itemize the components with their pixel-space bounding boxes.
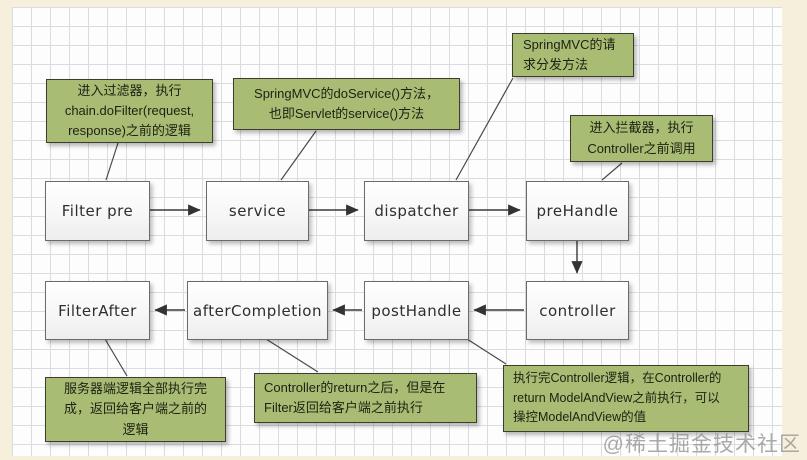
flow-node-filter-after: FilterAfter <box>45 281 150 340</box>
flow-node-controller: controller <box>526 281 629 340</box>
flow-node-prehandle: preHandle <box>526 181 629 241</box>
flow-node-filter-pre: Filter pre <box>45 181 150 241</box>
flow-node-after-completion: afterCompletion <box>187 281 328 340</box>
note-filter-pre: 进入过滤器，执行 chain.doFilter(request, respons… <box>46 79 213 143</box>
watermark: @稀土掘金技术社区 <box>602 433 801 456</box>
note-dispatcher: SpringMVC的请 求分发方法 <box>512 33 634 77</box>
flow-node-dispatcher: dispatcher <box>364 181 469 241</box>
flow-node-posthandle: postHandle <box>364 281 469 340</box>
note-posthandle: 执行完Controller逻辑，在Controller的 return Mode… <box>503 365 749 432</box>
note-after-completion: Controller的return之后，但是在 Filter返回给客户端之前执行 <box>254 373 477 423</box>
note-prehandle: 进入拦截器，执行 Controller之前调用 <box>570 115 713 162</box>
note-filter-after: 服务器端逻辑全部执行完 成，返回给客户端之前的 逻辑 <box>45 377 226 442</box>
flow-node-service: service <box>206 181 309 241</box>
note-service: SpringMVC的doService()方法， 也即Servlet的servi… <box>233 78 460 130</box>
